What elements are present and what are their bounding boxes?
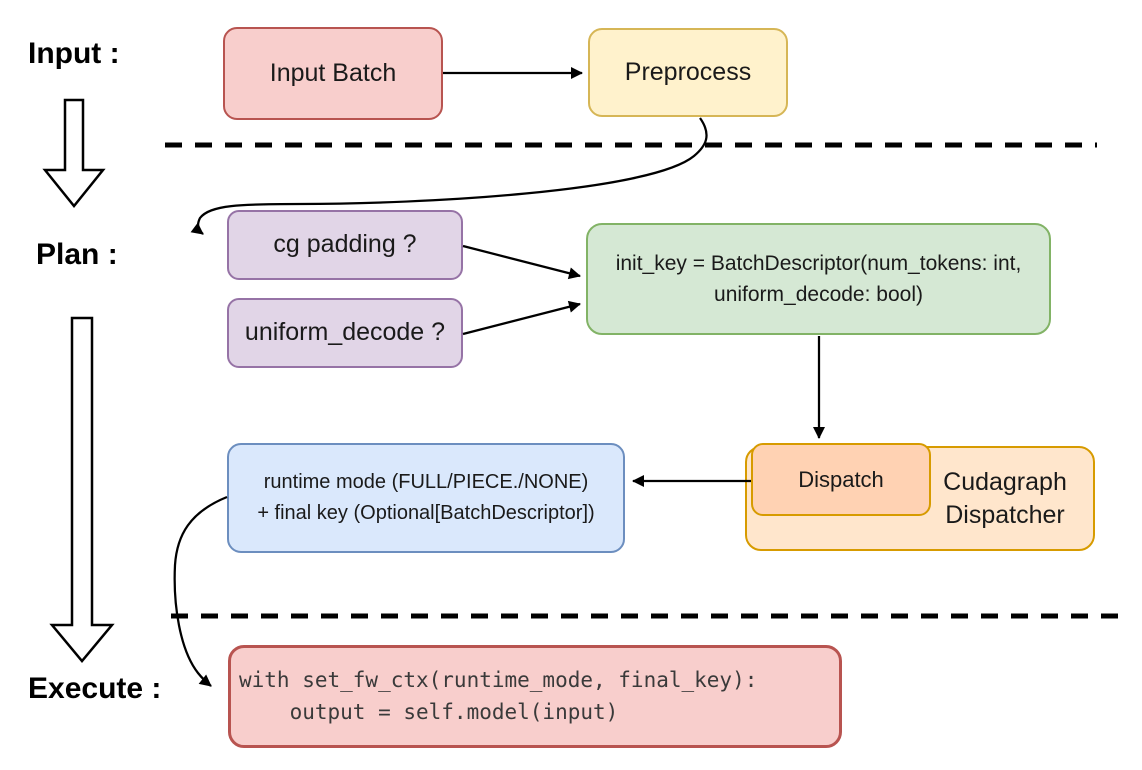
node-execute-code-line1: with set_fw_ctx(runtime_mode, final_key)…	[239, 668, 758, 692]
node-input-batch-label: Input Batch	[269, 58, 397, 87]
node-cudagraph-dispatcher-line1: Cudagraph	[943, 468, 1067, 496]
node-execute-code-line2: output = self.model(input)	[239, 699, 619, 724]
node-cudagraph-dispatcher-line2: Dispatcher	[945, 500, 1065, 529]
node-init-key-line1: init_key = BatchDescriptor(num_tokens: i…	[615, 251, 1022, 275]
plan-to-execute-flow-arrow	[49, 316, 115, 663]
node-runtime-mode-line1: runtime mode (FULL/PIECE./NONE)	[263, 471, 589, 493]
arrow-cg-padding-to-init-key	[462, 244, 581, 280]
node-runtime-mode: runtime mode (FULL/PIECE./NONE) + final …	[227, 443, 625, 553]
node-cg-padding: cg padding ?	[227, 210, 463, 280]
node-dispatch: Dispatch	[751, 443, 931, 516]
node-preprocess-label: Preprocess	[624, 57, 752, 86]
node-uniform-decode: uniform_decode ?	[227, 298, 463, 368]
node-preprocess: Preprocess	[588, 28, 788, 117]
node-execute-code: with set_fw_ctx(runtime_mode, final_key)…	[228, 645, 842, 748]
section-label-plan: Plan :	[36, 238, 118, 271]
node-input-batch: Input Batch	[223, 27, 443, 120]
node-cg-padding-label: cg padding ?	[273, 230, 417, 259]
node-cudagraph-dispatcher-label: Cudagraph Dispatcher	[917, 466, 1093, 531]
node-runtime-mode-line2: + final key (Optional[BatchDescriptor])	[257, 502, 595, 524]
node-dispatch-label: Dispatch	[798, 466, 884, 492]
input-to-plan-flow-arrow	[42, 98, 106, 208]
arrow-uniform-decode-to-init-key	[462, 300, 581, 336]
section-label-execute: Execute :	[28, 672, 162, 705]
node-uniform-decode-label: uniform_decode ?	[244, 318, 446, 347]
node-init-key: init_key = BatchDescriptor(num_tokens: i…	[586, 223, 1051, 335]
node-init-key-line2: uniform_decode: bool)	[714, 283, 923, 306]
arrow-runtime-mode-to-execute-code	[173, 495, 228, 687]
section-label-input: Input :	[28, 37, 120, 70]
